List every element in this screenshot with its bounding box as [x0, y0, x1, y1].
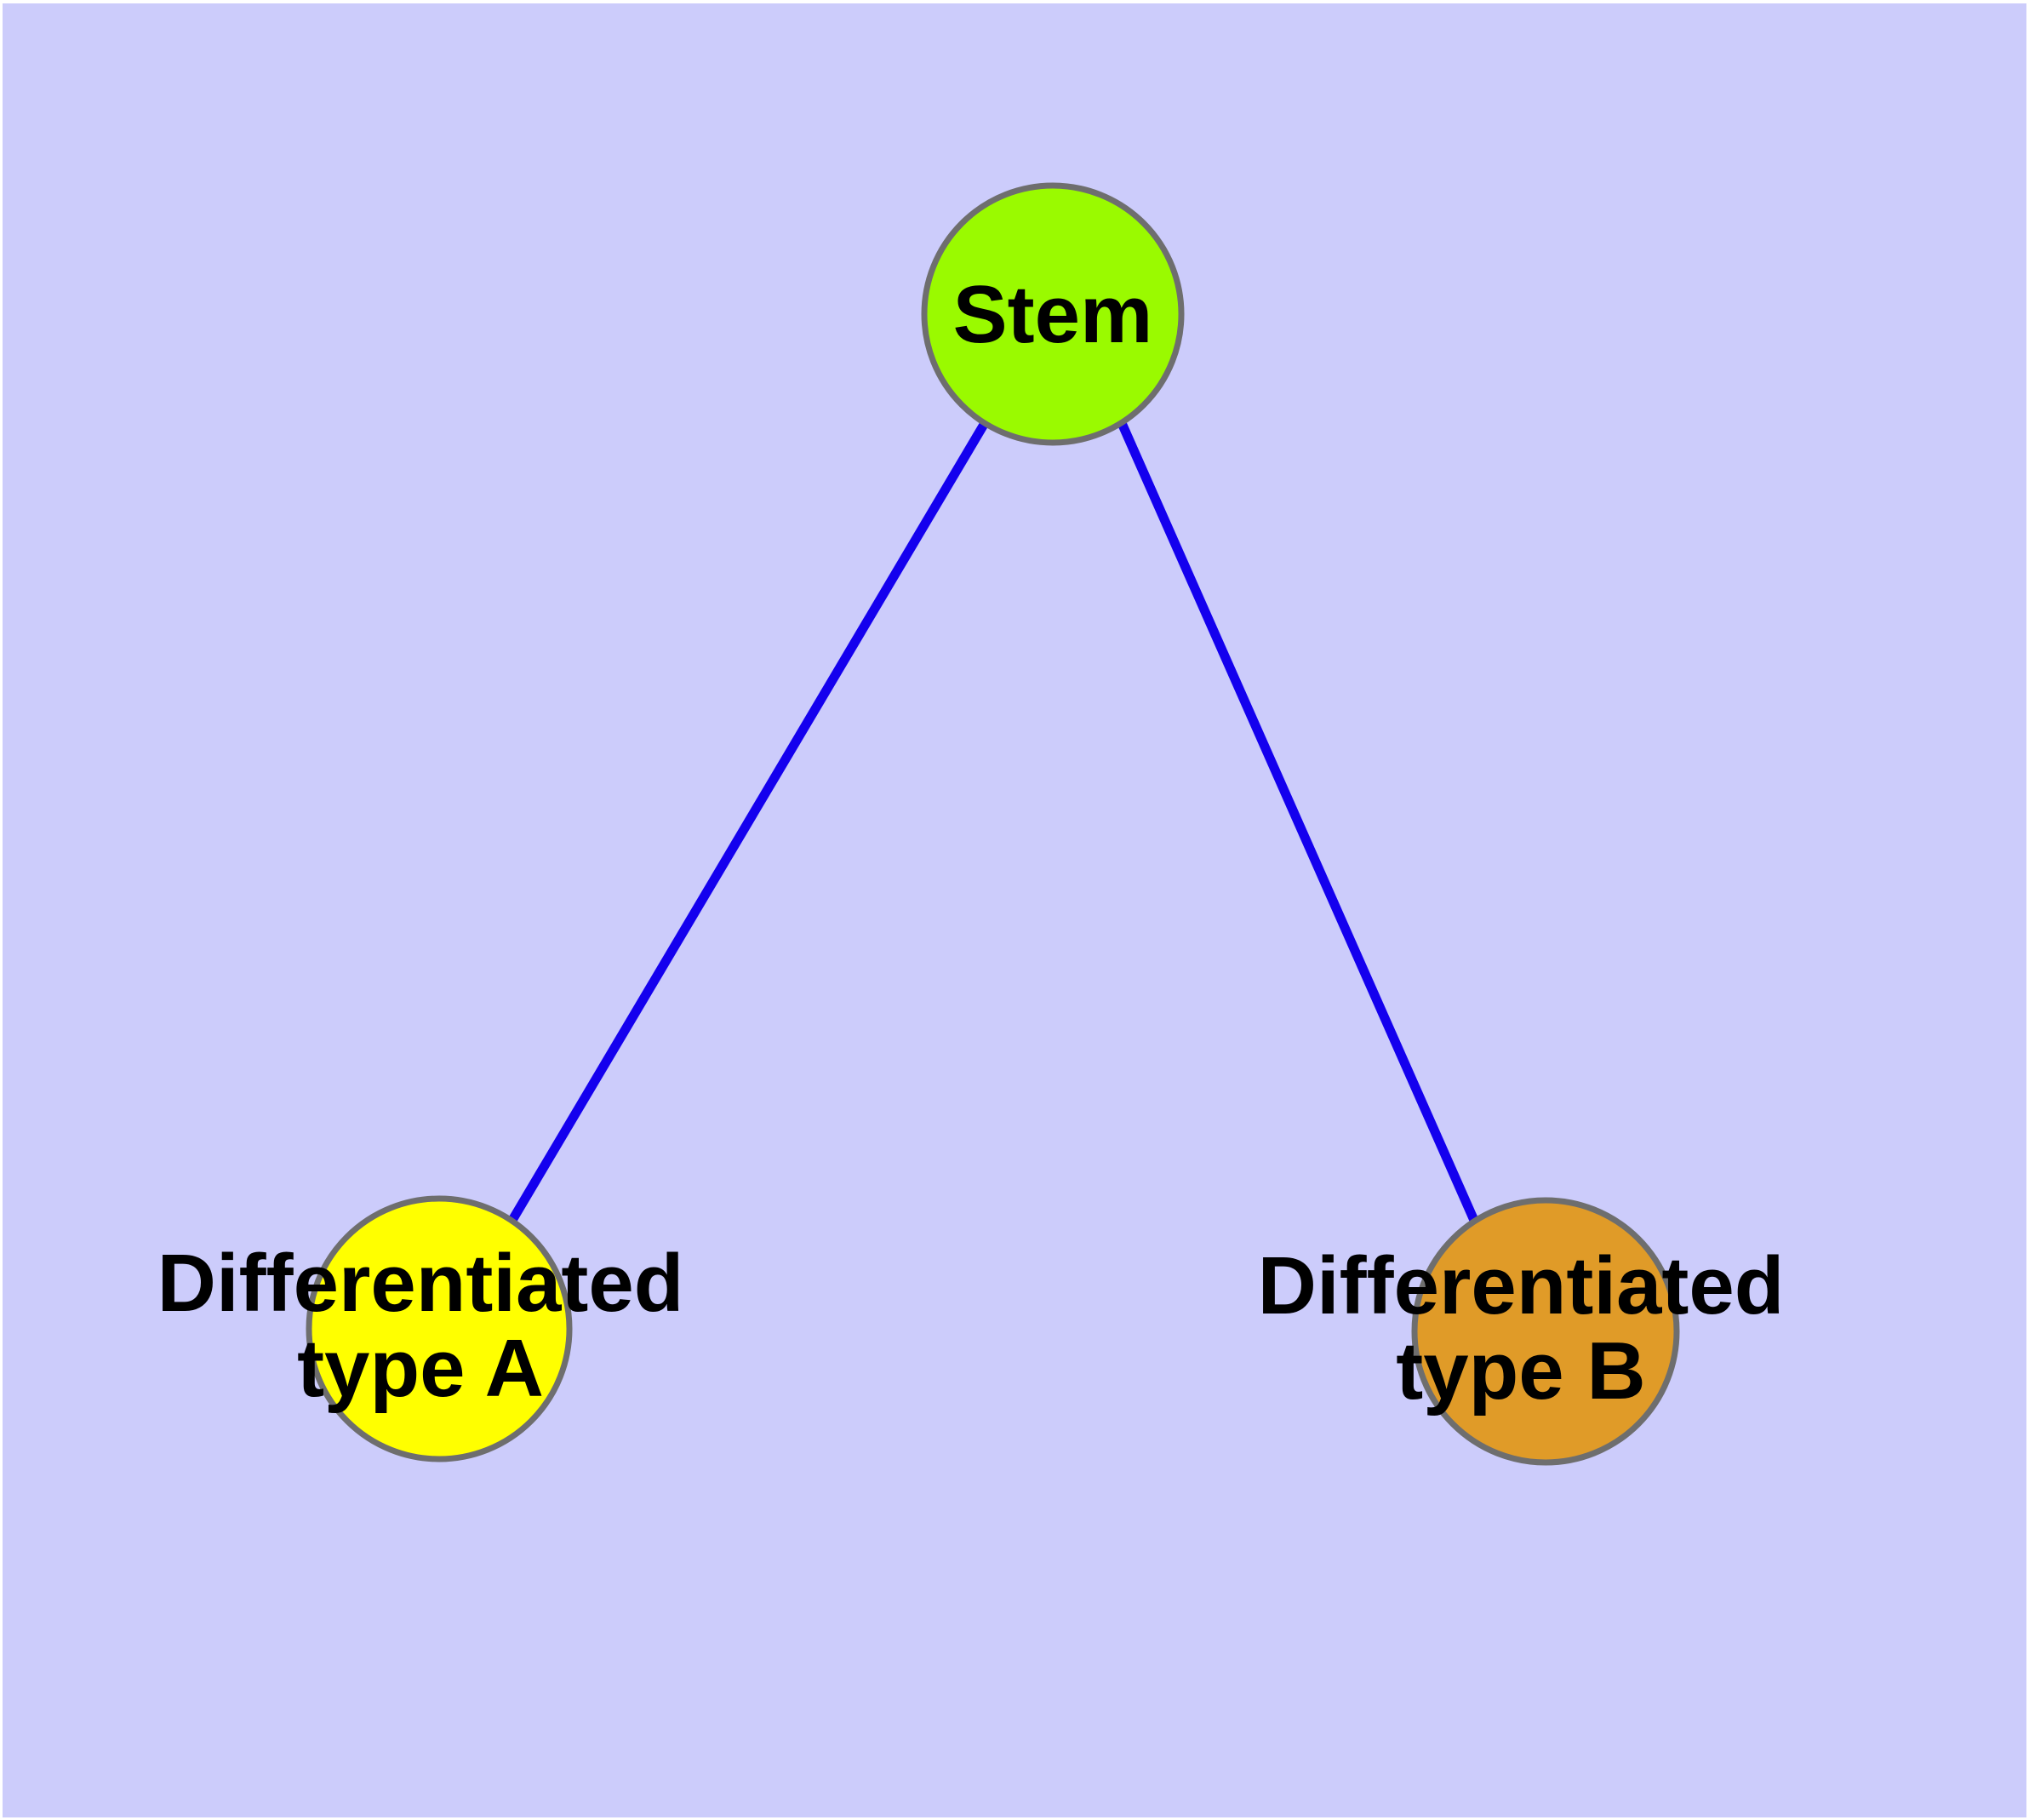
node-label-stem: Stem — [953, 269, 1153, 360]
node-label-line: Differentiated — [1258, 1240, 1785, 1331]
nodes-layer — [306, 182, 1680, 1466]
node-label-line: type A — [297, 1323, 544, 1414]
node-diff-type-b[interactable] — [1411, 1197, 1680, 1466]
node-diff-type-a[interactable] — [306, 1195, 573, 1462]
node-label-line: Stem — [953, 269, 1153, 360]
node-label-line: type B — [1396, 1325, 1645, 1417]
edge-stem-to-type-b[interactable] — [1117, 421, 1481, 1227]
node-stem[interactable] — [921, 182, 1185, 446]
edge-stem-to-type-a[interactable] — [507, 421, 989, 1224]
node-label-line: Differentiated — [157, 1238, 684, 1329]
edges-layer — [507, 421, 1481, 1227]
